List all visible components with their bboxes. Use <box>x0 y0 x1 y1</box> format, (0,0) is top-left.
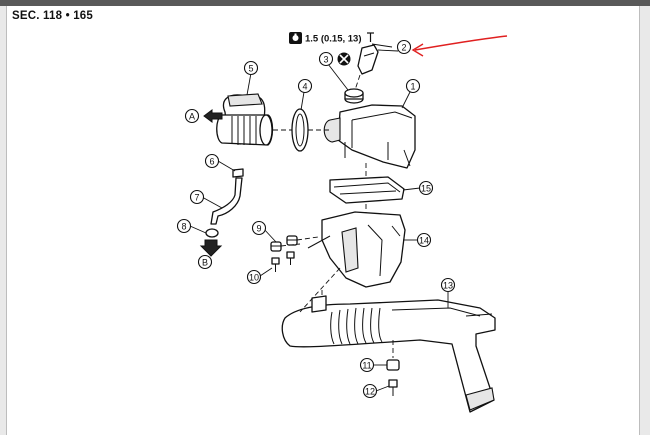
svg-text:11: 11 <box>362 361 371 371</box>
part-5-maf-sensor <box>216 93 274 146</box>
callout-10: 10 <box>246 269 262 285</box>
callout-11: 11 <box>359 357 375 373</box>
callout-9: 9 <box>251 220 267 236</box>
x-circle-icon <box>337 52 351 66</box>
svg-text:1: 1 <box>410 82 415 92</box>
callout-2: 2 <box>396 39 412 55</box>
part-9-grommets <box>270 235 298 252</box>
svg-text:7: 7 <box>194 193 199 203</box>
svg-text:8: 8 <box>181 222 186 232</box>
callout-15: 15 <box>418 180 434 196</box>
callout-13: 13 <box>440 277 456 293</box>
callout-5: 5 <box>243 60 259 76</box>
svg-text:A: A <box>189 112 195 122</box>
part-7-hose <box>210 177 243 225</box>
callout-6: 6 <box>204 153 220 169</box>
torque-spec: 1.5 (0.15, 13) <box>289 32 374 45</box>
svg-text:4: 4 <box>302 82 307 92</box>
torque-wrench-icon <box>289 32 302 44</box>
section-label: SEC. 118 • 165 <box>12 10 93 22</box>
part-11-clip <box>386 359 400 371</box>
screw-icon <box>367 32 374 42</box>
svg-text:10: 10 <box>249 273 259 283</box>
svg-text:6: 6 <box>209 157 214 167</box>
part-10-bolts <box>271 251 295 272</box>
svg-text:13: 13 <box>443 281 453 291</box>
callout-4: 4 <box>297 78 313 94</box>
part-12-bolt <box>388 379 398 396</box>
callout-1: 1 <box>405 78 421 94</box>
svg-text:2: 2 <box>401 43 406 53</box>
part-13-air-duct <box>281 295 496 413</box>
direction-a-marker: A <box>184 108 200 124</box>
svg-text:12: 12 <box>365 387 375 397</box>
direction-a-arrow <box>203 109 223 123</box>
part-callouts: 1 2 3 4 5 6 7 8 9 10 11 12 13 14 15 <box>176 39 456 399</box>
callout-3: 3 <box>318 51 334 67</box>
direction-b-marker: B <box>197 254 213 270</box>
callout-12: 12 <box>362 383 378 399</box>
part-1-air-cleaner-cover <box>323 104 416 169</box>
svg-text:9: 9 <box>256 224 261 234</box>
svg-text:14: 14 <box>419 236 429 246</box>
svg-text:15: 15 <box>421 184 431 194</box>
svg-text:5: 5 <box>248 64 253 74</box>
part-8-clamp <box>205 228 219 238</box>
svg-text:B: B <box>202 258 208 268</box>
callout-14: 14 <box>416 232 432 248</box>
red-annotation-arrow <box>411 35 508 57</box>
part-4-clamp <box>291 108 309 152</box>
direction-b-arrow <box>199 239 223 257</box>
torque-value: 1.5 (0.15, 13) <box>305 34 362 45</box>
svg-text:3: 3 <box>323 55 328 65</box>
top-bar <box>0 0 650 6</box>
callout-7: 7 <box>189 189 205 205</box>
part-15-filter-element <box>329 176 405 204</box>
part-3-seal <box>344 88 364 104</box>
part-6-clamp <box>232 168 244 178</box>
part-2-clip <box>357 43 393 75</box>
part-14-air-cleaner-case <box>307 211 406 288</box>
callout-8: 8 <box>176 218 192 234</box>
